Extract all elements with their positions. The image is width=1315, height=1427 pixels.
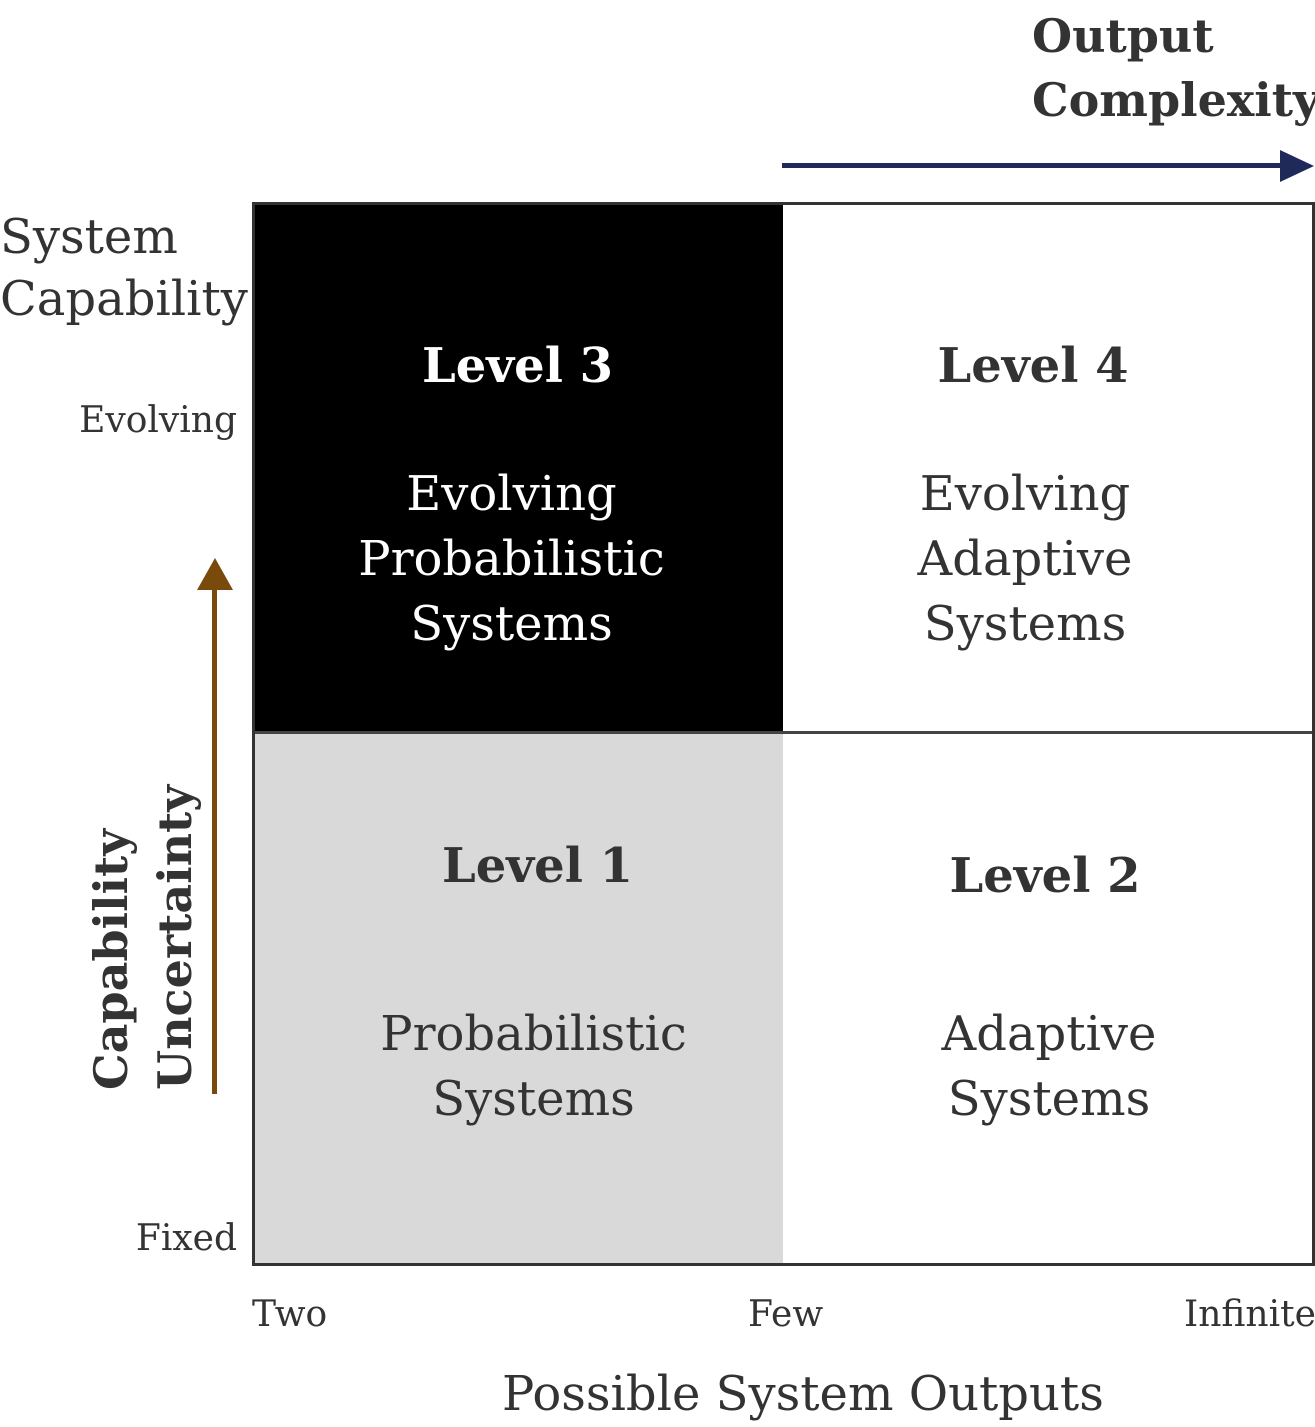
quadrant-level-4: Level 4 Evolving Adaptive Systems	[783, 202, 1315, 732]
quadrant-level-3: Level 3 Evolving Probabilistic Systems	[252, 202, 783, 732]
level-3-description-line3: Systems	[410, 596, 613, 652]
quadrant-level-1: Level 1 Probabilistic Systems	[252, 732, 783, 1266]
level-1-description-line2: Systems	[432, 1071, 635, 1127]
level-2-title: Level 2	[949, 848, 1141, 904]
quadrant-level-2: Level 2 Adaptive Systems	[783, 732, 1315, 1266]
capability-uncertainty-label-line1: Capability	[84, 829, 138, 1090]
x-tick-two: Two	[252, 1294, 328, 1335]
output-complexity-title: Output Complexity	[1032, 4, 1315, 132]
level-4-description-line3: Systems	[923, 596, 1127, 652]
level-4-description-line2: Adaptive	[917, 531, 1133, 587]
level-3-title: Level 3	[421, 338, 614, 394]
right-arrow-icon	[1280, 150, 1314, 182]
y-tick-fixed: Fixed	[135, 1218, 237, 1259]
capability-uncertainty-label: Capability Uncertainty	[79, 785, 207, 1090]
horizontal-divider	[252, 731, 1315, 734]
level-1-description: Probabilistic Systems	[268, 1002, 799, 1132]
level-3-description-line2: Probabilistic	[358, 531, 665, 587]
x-tick-infinite: Infinite	[1184, 1294, 1315, 1335]
output-complexity-title-line1: Output	[1032, 9, 1214, 63]
system-capability-title: System Capability	[0, 206, 248, 330]
level-2-description-line2: Systems	[947, 1071, 1151, 1127]
level-3-description-line1: Evolving	[406, 466, 617, 522]
level-1-title: Level 1	[441, 838, 634, 894]
capability-uncertainty-arrow-shaft	[212, 582, 217, 1094]
level-2-description: Adaptive Systems	[783, 1002, 1315, 1132]
system-capability-title-line2: Capability	[0, 271, 248, 327]
system-capability-title-line1: System	[0, 209, 178, 265]
level-4-title: Level 4	[937, 338, 1129, 394]
level-4-description-line1: Evolving	[919, 466, 1131, 522]
level-1-description-line1: Probabilistic	[380, 1006, 687, 1062]
y-tick-evolving: Evolving	[79, 400, 237, 441]
capability-uncertainty-label-line2: Uncertainty	[148, 784, 202, 1090]
level-4-description: Evolving Adaptive Systems	[759, 462, 1291, 657]
output-complexity-title-line2: Complexity	[1032, 73, 1315, 127]
level-2-description-line1: Adaptive	[941, 1006, 1157, 1062]
up-arrow-icon	[197, 558, 233, 590]
x-tick-few: Few	[748, 1294, 824, 1335]
quadrant-grid: Level 3 Evolving Probabilistic Systems L…	[252, 202, 1315, 1266]
possible-system-outputs-title: Possible System Outputs	[502, 1366, 1104, 1422]
level-3-description: Evolving Probabilistic Systems	[246, 462, 777, 657]
output-complexity-arrow-shaft	[782, 163, 1282, 168]
